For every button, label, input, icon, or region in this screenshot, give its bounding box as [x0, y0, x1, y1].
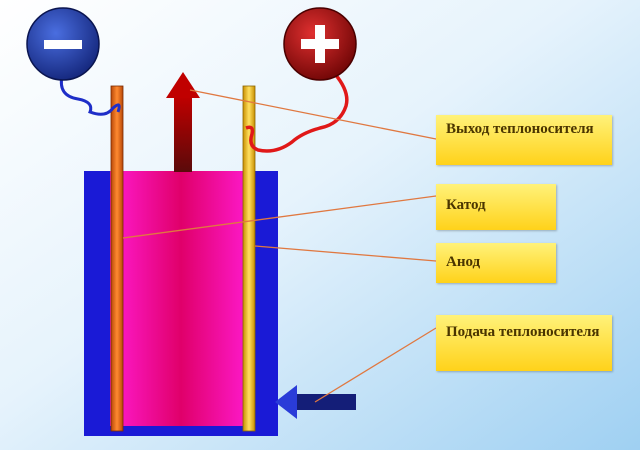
leader-cathode	[122, 195, 437, 239]
label-inlet: Подача теплоносителя	[436, 315, 612, 371]
positive-terminal	[283, 7, 357, 81]
anode-rod	[242, 85, 256, 432]
inlet-arrow	[275, 385, 356, 419]
leader-anode	[254, 245, 437, 262]
outlet-arrow	[166, 72, 200, 172]
minus-sign-icon	[44, 40, 82, 49]
negative-terminal	[26, 7, 100, 81]
label-outlet-text: Выход теплоносителя	[446, 121, 594, 137]
label-outlet: Выход теплоносителя	[436, 115, 612, 165]
label-anode: Анод	[436, 243, 556, 283]
label-anode-text: Анод	[446, 254, 481, 270]
plus-sign-icon-v	[315, 25, 325, 63]
positive-wire	[245, 72, 349, 153]
leader-outlet	[189, 89, 437, 140]
leader-lines	[122, 89, 437, 403]
cathode-rod	[110, 85, 124, 432]
label-cathode-text: Катод	[446, 197, 486, 213]
label-cathode: Катод	[436, 184, 556, 230]
heated-coolant	[110, 171, 252, 426]
label-inlet-text: Подача теплоносителя	[446, 324, 600, 340]
negative-wire	[59, 75, 121, 116]
leader-inlet	[314, 327, 437, 403]
